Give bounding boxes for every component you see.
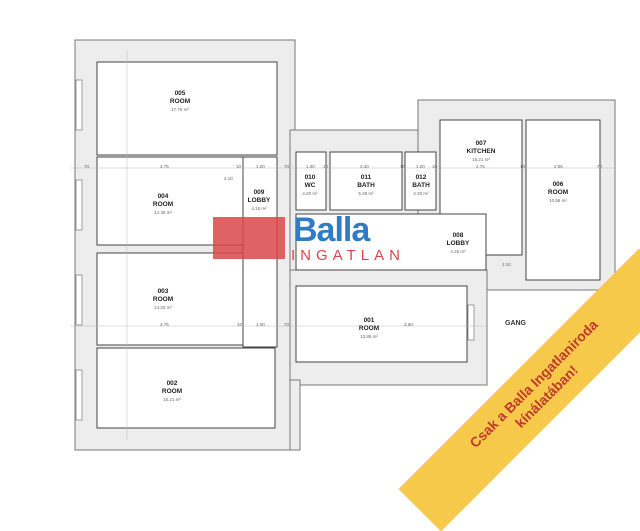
room-002 bbox=[96, 347, 276, 429]
logo-brand: Balla bbox=[293, 211, 370, 249]
corridor-label: GANG bbox=[505, 320, 526, 327]
dim: 10 bbox=[237, 322, 243, 327]
dim: 4.75 bbox=[160, 164, 169, 169]
dim: 1.00 bbox=[306, 164, 315, 169]
room-011 bbox=[329, 151, 403, 211]
dim: 1.00 bbox=[416, 164, 425, 169]
room-001 bbox=[295, 285, 468, 363]
dim: 70 bbox=[84, 164, 90, 169]
dim: 10 bbox=[236, 164, 242, 169]
house-logo-icon bbox=[213, 217, 285, 259]
watermark-logo: Balla INGATLAN bbox=[213, 211, 428, 264]
dim: 70 bbox=[597, 164, 603, 169]
dim: 3.60 bbox=[404, 322, 413, 327]
logo-sub: INGATLAN bbox=[291, 247, 405, 264]
room-012 bbox=[404, 151, 437, 211]
room-003 bbox=[96, 252, 244, 346]
dim: 10 bbox=[432, 164, 438, 169]
room-008-lobby bbox=[295, 213, 487, 271]
dim: 1.00 bbox=[256, 322, 265, 327]
dim: 10 bbox=[323, 164, 329, 169]
dim: 4.75 bbox=[160, 322, 169, 327]
dim: 2.05 bbox=[554, 164, 563, 169]
dim: 70 bbox=[284, 164, 290, 169]
dim: 2.75 bbox=[476, 164, 485, 169]
room-010 bbox=[295, 151, 327, 211]
dim: 10 bbox=[520, 164, 526, 169]
dim: 2.10 bbox=[224, 176, 233, 181]
dim: 10 bbox=[400, 164, 406, 169]
wall-south-stub bbox=[289, 379, 301, 451]
dim: 1.00 bbox=[256, 164, 265, 169]
dim: 2.10 bbox=[502, 262, 511, 267]
dim: 70 bbox=[284, 322, 290, 327]
dim: 2.40 bbox=[360, 164, 369, 169]
room-006 bbox=[525, 119, 601, 281]
